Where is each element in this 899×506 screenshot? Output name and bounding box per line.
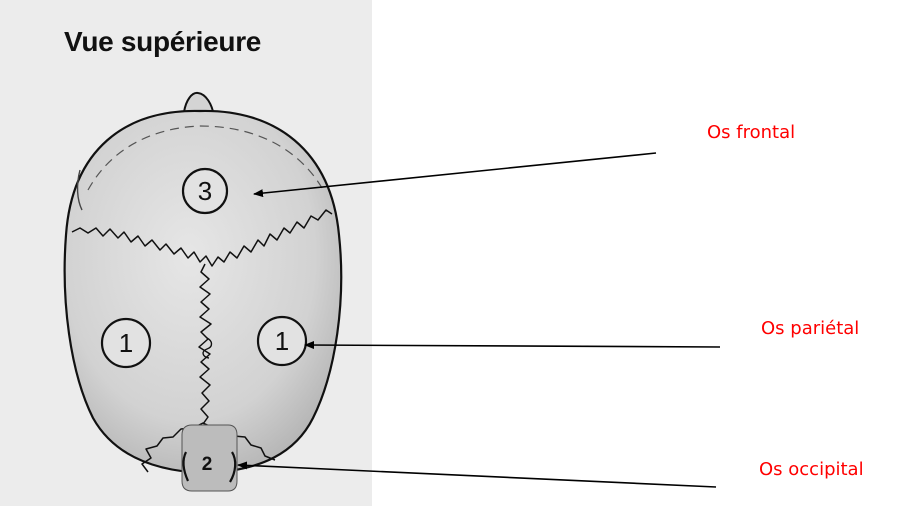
label-os-parietal: Os pariétal — [761, 318, 860, 339]
marker-circle-frontal — [181, 167, 229, 215]
label-os-frontal: Os frontal — [707, 122, 796, 143]
marker-number-parietal-right: 1 — [275, 326, 289, 356]
marker-number-parietal-left: 1 — [119, 328, 133, 358]
occipital-badge-outline — [182, 451, 237, 483]
marker-circle-parietal-left — [100, 317, 152, 369]
arrow-parietal — [304, 341, 721, 350]
figure-title: Vue supérieure — [64, 26, 262, 57]
sagittal-squiggle — [202, 337, 213, 359]
arrow-frontal — [253, 152, 657, 198]
marker-number-frontal: 3 — [198, 176, 212, 206]
coronal-suture — [71, 209, 333, 267]
arrow-occipital — [237, 461, 717, 488]
marker-number-occipital: 2 — [202, 454, 213, 475]
left-temporal-contour — [76, 169, 83, 211]
occipital-badge — [181, 424, 238, 492]
frontal-contour — [87, 125, 323, 191]
sagittal-suture — [198, 263, 212, 425]
label-os-occipital: Os occipital — [759, 459, 864, 480]
marker-circle-parietal-right — [256, 315, 308, 367]
